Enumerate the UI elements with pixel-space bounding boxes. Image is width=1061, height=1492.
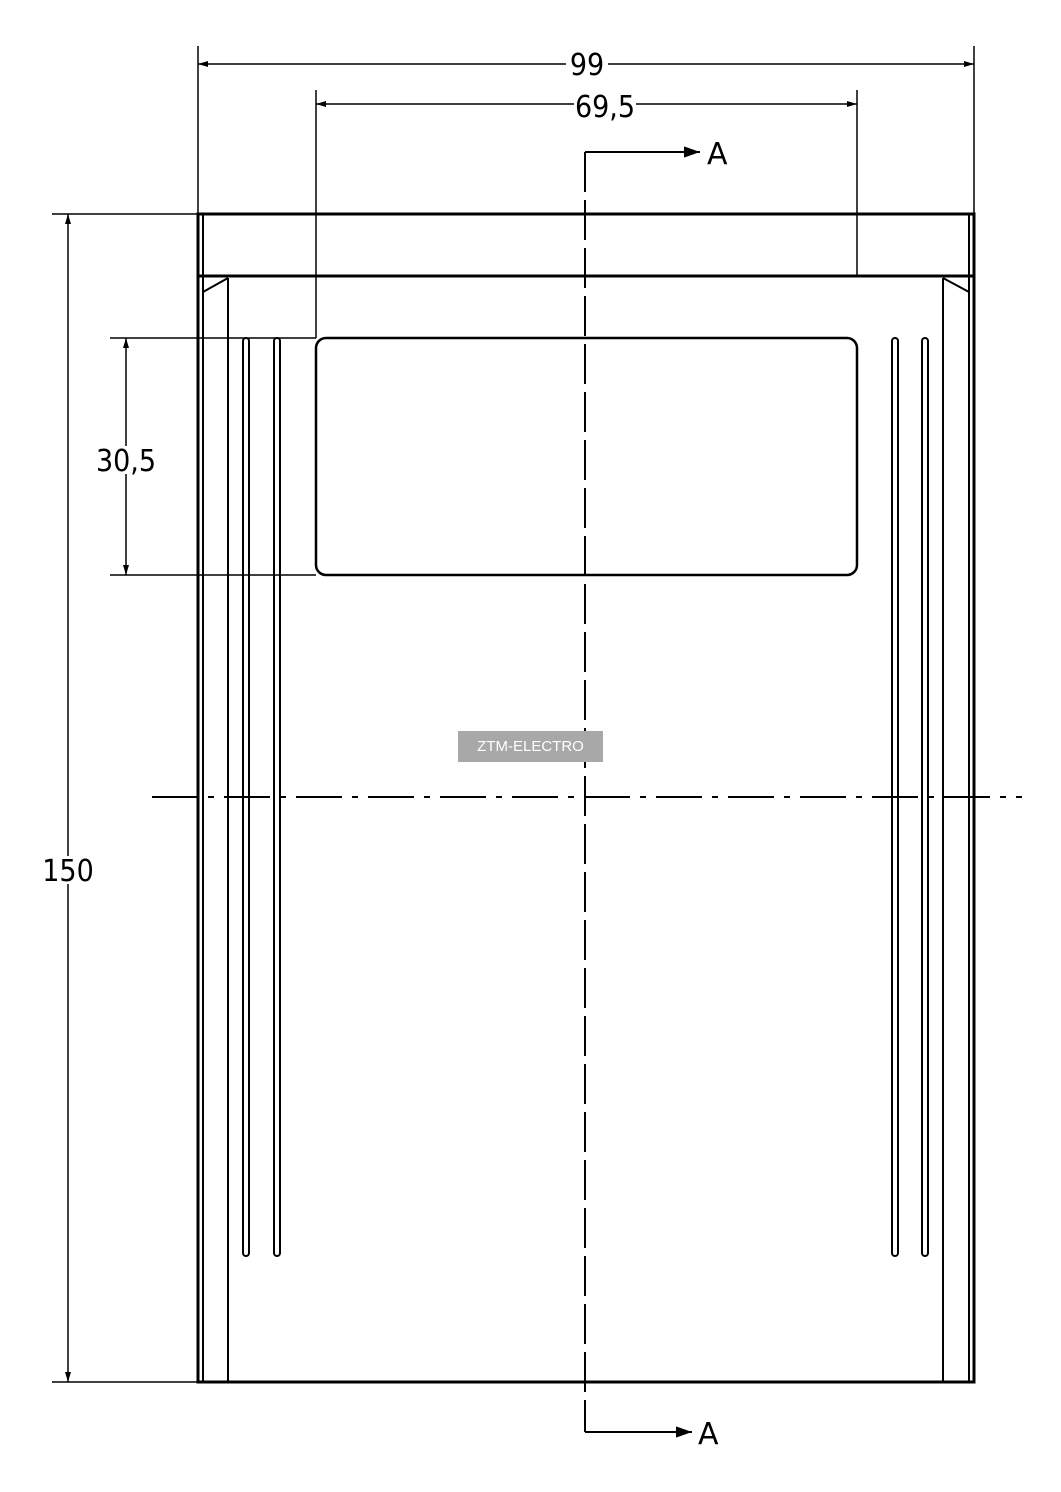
watermark: ZTM-ELECTRO	[458, 731, 603, 762]
left-chamfer	[202, 277, 229, 293]
section-label-bottom: A	[698, 1417, 719, 1452]
section-label-top: A	[707, 137, 728, 172]
display-window	[314, 336, 859, 577]
dimension-label-window-width: 69,5	[575, 90, 635, 125]
rib-left-2	[273, 337, 281, 1257]
dimension-label-overall-width: 99	[570, 48, 604, 83]
section-marker-bottom: A	[585, 1417, 719, 1452]
section-marker-top: A	[585, 137, 728, 172]
dimension-overall-height	[52, 213, 198, 1383]
right-chamfer	[942, 277, 970, 293]
dimension-label-overall-height: 150	[42, 854, 94, 889]
dimension-label-window-height: 30,5	[96, 444, 156, 479]
rib-right-2	[921, 337, 929, 1257]
